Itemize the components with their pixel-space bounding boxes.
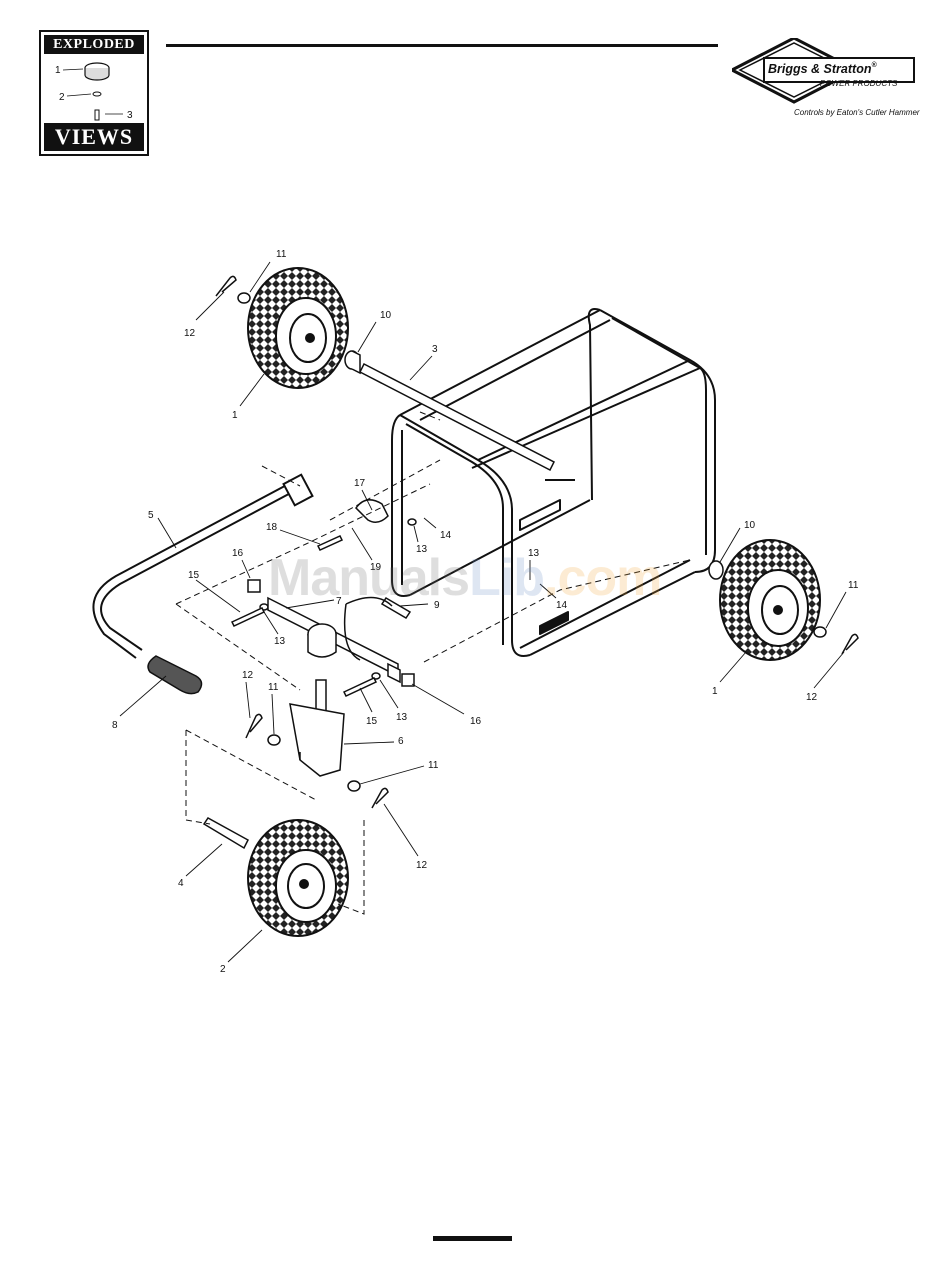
front-axle xyxy=(204,818,248,848)
callout: 15 xyxy=(188,570,200,581)
callout: 13 xyxy=(396,712,408,723)
callout: 12 xyxy=(242,670,254,681)
callout: 6 xyxy=(398,736,404,747)
callout: 13 xyxy=(274,636,286,647)
callout: 1 xyxy=(232,410,238,421)
spacer-right xyxy=(709,561,723,579)
callout: 16 xyxy=(232,548,244,559)
callout: 8 xyxy=(112,720,118,731)
wheel-front xyxy=(248,820,348,936)
callout: 12 xyxy=(806,692,818,703)
callout: 12 xyxy=(184,328,196,339)
callout: 11 xyxy=(428,760,439,771)
callout: 2 xyxy=(220,964,226,975)
page-number-bar xyxy=(433,1236,512,1241)
caster-bracket xyxy=(290,624,344,776)
callout: 10 xyxy=(380,310,392,321)
callout: 1 xyxy=(712,686,718,697)
alignment-lines xyxy=(176,412,690,914)
callout: 11 xyxy=(848,580,859,591)
callout: 5 xyxy=(148,510,154,521)
watermark: ManualsLib.com xyxy=(268,548,661,608)
grip xyxy=(148,656,202,694)
callout: 10 xyxy=(744,520,756,531)
wheel-back-left xyxy=(248,268,348,388)
callout: 14 xyxy=(440,530,452,541)
spacer xyxy=(345,351,360,373)
callout: 16 xyxy=(470,716,482,727)
callout: 4 xyxy=(178,878,184,889)
callout: 18 xyxy=(266,522,278,533)
callout: 3 xyxy=(432,344,438,355)
callout: 15 xyxy=(366,716,378,727)
wheel-right xyxy=(720,540,820,660)
callout: 11 xyxy=(276,249,287,260)
callout: 17 xyxy=(354,478,366,489)
callout: 11 xyxy=(268,682,279,693)
callout: 12 xyxy=(416,860,428,871)
